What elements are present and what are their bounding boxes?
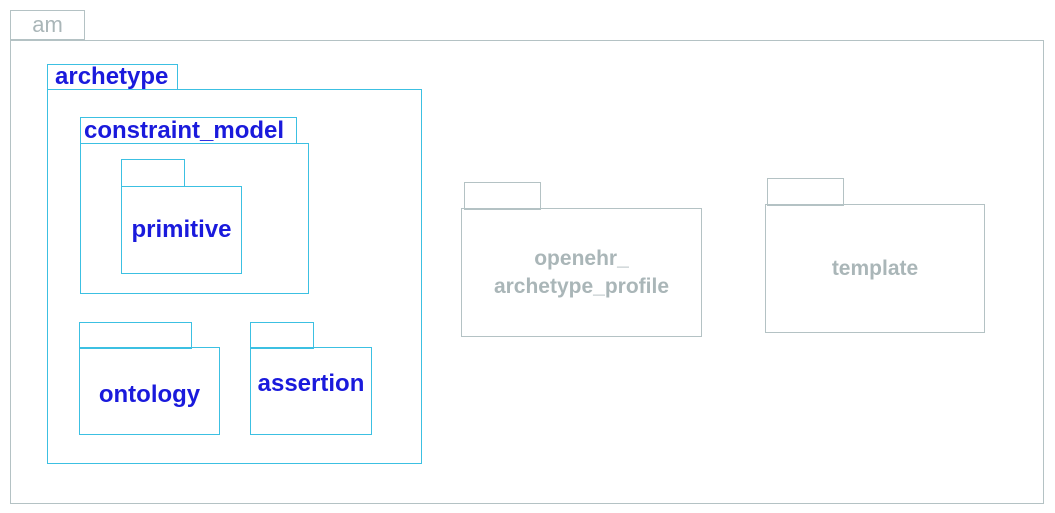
am-package-tab: am <box>10 10 85 40</box>
primitive-package-body: primitive <box>121 186 242 274</box>
ontology-package-body: ontology <box>79 347 220 435</box>
ontology-package-tab <box>79 322 192 349</box>
assertion-package-tab <box>250 322 314 349</box>
primitive-package-label: primitive <box>131 216 232 243</box>
archetype-package-label: archetype <box>55 63 169 90</box>
assertion-package-label: assertion <box>257 370 365 397</box>
archetype-package-body <box>47 89 422 464</box>
template-package-tab <box>767 178 844 206</box>
openehr-archetype-profile-label-line2: archetype_profile <box>493 274 670 298</box>
primitive-package-tab <box>121 159 185 187</box>
openehr-archetype-profile-label-line1: openehr_ <box>534 247 629 271</box>
constraint-model-package-label: constraint_model <box>84 116 285 144</box>
constraint-model-package-tab: constraint_model <box>80 117 297 144</box>
am-package-body <box>10 40 1044 504</box>
archetype-package-tab: archetype <box>47 64 178 90</box>
am-package-label: am <box>32 12 63 37</box>
template-package-label: template <box>831 256 919 280</box>
assertion-package-body: assertion <box>250 347 372 435</box>
template-package-body: template <box>765 204 985 333</box>
openehr-archetype-profile-package-body: openehr_ archetype_profile <box>461 208 702 337</box>
ontology-package-label: ontology <box>98 381 201 408</box>
openehr-archetype-profile-package-tab <box>464 182 541 210</box>
constraint-model-package-body <box>80 143 309 294</box>
